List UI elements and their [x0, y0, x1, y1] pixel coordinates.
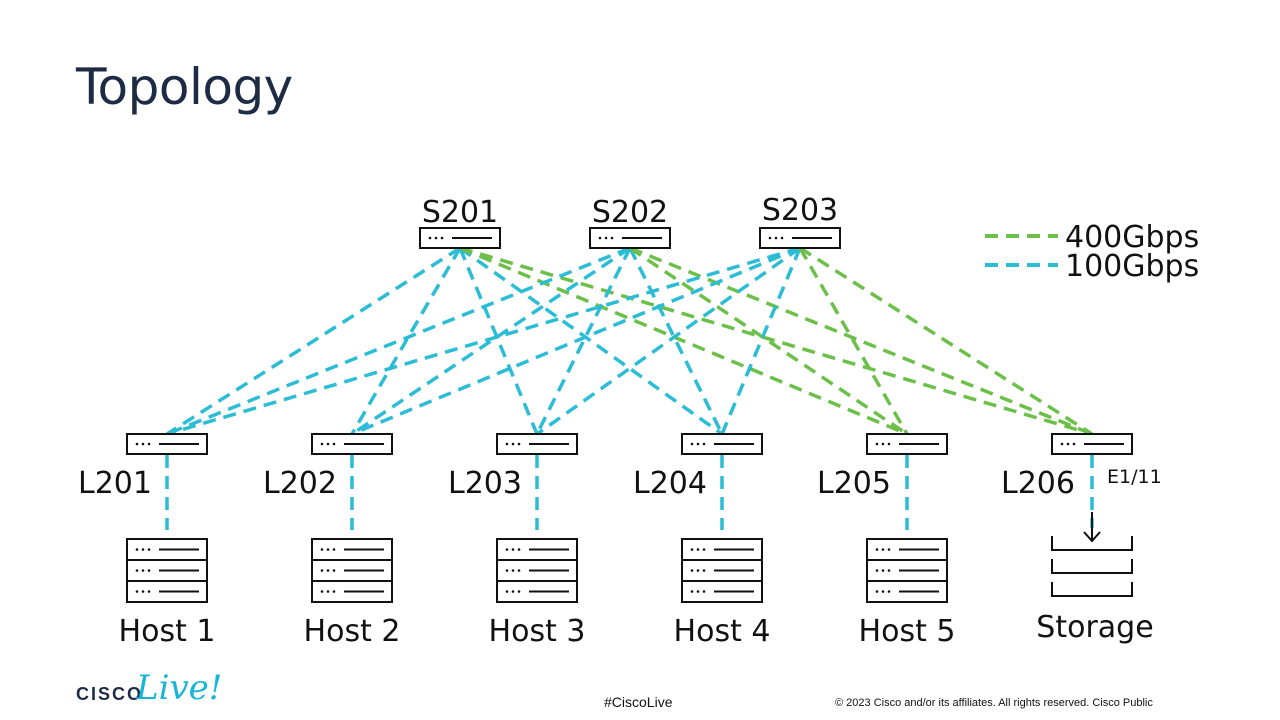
- link-S203-L204: [720, 247, 802, 435]
- endpoint-label: Host 5: [859, 614, 956, 649]
- link-S201-L203: [458, 247, 539, 435]
- spine-switch-icon: [419, 227, 501, 249]
- link-S202-L203: [535, 247, 632, 435]
- links-layer: [166, 246, 1093, 436]
- access-links-layer: [165, 455, 1101, 543]
- live-logo-text: Live!: [136, 668, 223, 708]
- footer-hashtag: #CiscoLive: [604, 694, 673, 710]
- link-S201-L205: [459, 246, 908, 436]
- legend-label: 100Gbps: [1065, 249, 1199, 284]
- leaf-label: L201: [78, 466, 152, 501]
- nodes-layer: [126, 227, 1133, 603]
- leaf-switch-icon: [1051, 433, 1133, 455]
- link-S202-L206: [629, 246, 1093, 436]
- endpoint-label: Host 4: [674, 614, 771, 649]
- link-S203-L206: [799, 246, 1093, 436]
- leaf-switch-icon: [126, 433, 208, 455]
- link-S203-L202: [351, 246, 801, 436]
- leaf-switch-icon: [311, 433, 393, 455]
- spine-label: S203: [762, 193, 838, 228]
- leaf-switch-icon: [496, 433, 578, 455]
- storage-arrow-icon: [1083, 512, 1101, 543]
- spine-switch-icon: [589, 227, 671, 249]
- endpoint-label: Host 3: [489, 614, 586, 649]
- spine-label: S202: [592, 195, 668, 230]
- endpoint-label: Host 2: [304, 614, 401, 649]
- leaf-label: L205: [817, 466, 891, 501]
- endpoint-label: Storage: [1036, 610, 1153, 645]
- leaf-label: L203: [448, 466, 522, 501]
- server-host-icon: [866, 538, 948, 603]
- link-S203-L205: [798, 247, 909, 435]
- leaf-switch-icon: [866, 433, 948, 455]
- leaf-label: L202: [263, 466, 337, 501]
- link-S201-L204: [458, 246, 724, 436]
- cisco-logo-text: CISCO: [76, 684, 144, 704]
- page-title: Topology: [76, 58, 293, 116]
- link-S202-L204: [628, 247, 724, 435]
- server-host-icon: [311, 538, 393, 603]
- link-S201-L201: [166, 246, 461, 436]
- server-host-icon: [126, 538, 208, 603]
- leaf-switch-icon: [681, 433, 763, 455]
- server-host-icon: [496, 538, 578, 603]
- link-S202-L201: [166, 246, 631, 436]
- link-S202-L205: [629, 246, 908, 436]
- link-S201-L206: [459, 246, 1093, 436]
- leaf-label: L206: [1001, 466, 1075, 501]
- spine-switch-icon: [759, 227, 841, 249]
- spine-label: S201: [422, 195, 498, 230]
- link-S203-L203: [535, 246, 802, 436]
- port-label: E1/11: [1107, 466, 1162, 488]
- legend-label: 400Gbps: [1065, 220, 1199, 255]
- server-host-icon: [681, 538, 763, 603]
- storage-icon: [1051, 536, 1133, 597]
- link-S202-L202: [351, 246, 631, 436]
- link-S203-L201: [166, 246, 801, 436]
- link-S201-L202: [350, 247, 462, 435]
- footer-copyright: © 2023 Cisco and/or its affiliates. All …: [835, 697, 1153, 709]
- endpoint-label: Host 1: [119, 614, 216, 649]
- leaf-label: L204: [633, 466, 707, 501]
